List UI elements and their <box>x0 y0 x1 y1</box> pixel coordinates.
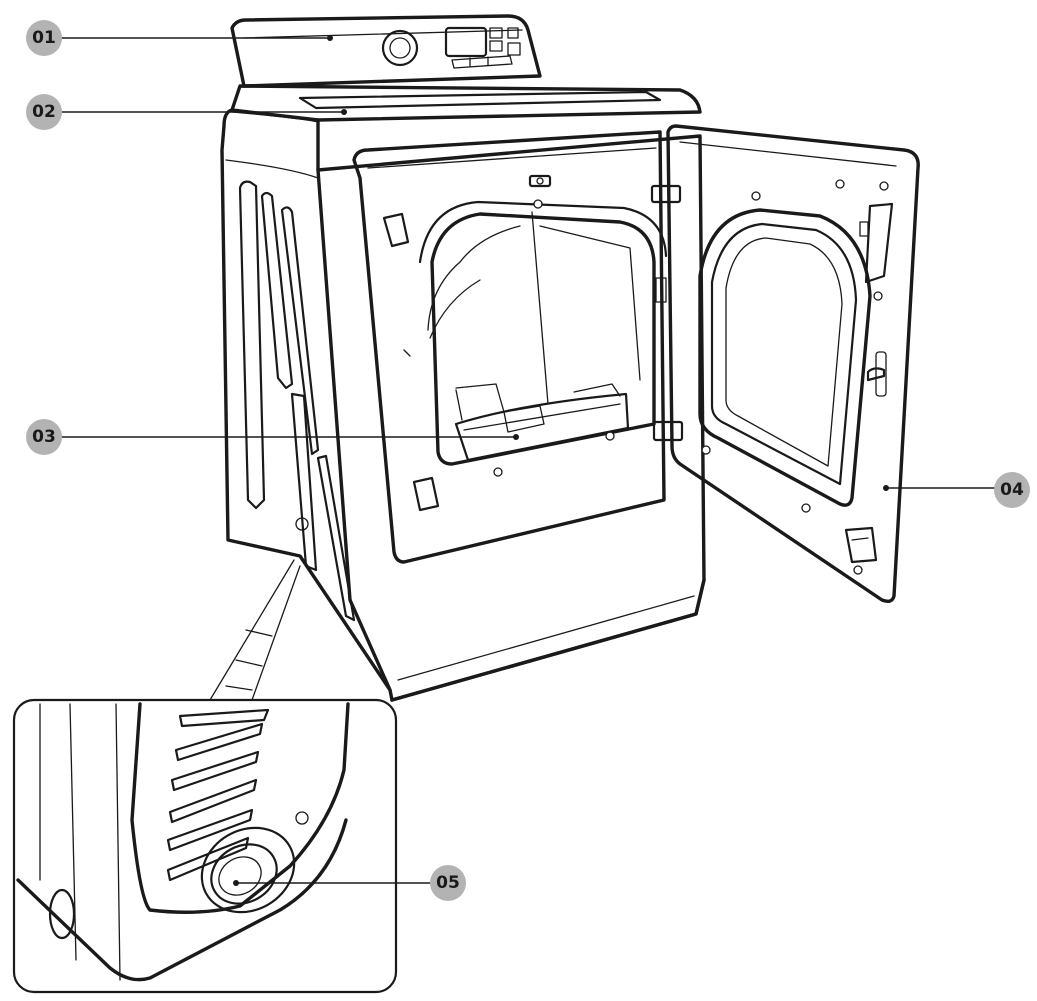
callout-03: 03 <box>26 419 519 455</box>
zoom-connector <box>209 559 301 701</box>
callout-01-label: 01 <box>32 28 56 48</box>
callout-02-label: 02 <box>32 102 56 122</box>
callout-04-label: 04 <box>1000 480 1024 500</box>
dryer-base <box>390 578 706 702</box>
callout-05: 05 <box>233 865 466 901</box>
inset-detail <box>12 698 398 994</box>
callout-05-badge <box>430 865 466 901</box>
exhaust-port <box>200 811 309 914</box>
inset-vents <box>166 708 270 882</box>
callout-03-badge <box>26 419 62 455</box>
lint-filter <box>454 383 630 462</box>
callout-04-badge <box>994 472 1030 508</box>
callout-01: 01 <box>26 20 333 56</box>
callout-05-label: 05 <box>436 873 460 893</box>
dryer-top <box>230 84 702 122</box>
dryer-illustration <box>209 14 920 702</box>
dryer-side-panel <box>220 108 394 702</box>
callout-04: 04 <box>883 472 1030 508</box>
callout-01-badge <box>26 20 62 56</box>
drum-opening <box>382 174 668 512</box>
callout-02-badge <box>26 94 62 130</box>
callout-02: 02 <box>26 94 347 130</box>
callout-03-label: 03 <box>32 427 56 447</box>
dryer-door <box>650 124 920 604</box>
control-panel <box>230 14 542 88</box>
callouts: 01 02 03 04 05 <box>26 20 1030 901</box>
